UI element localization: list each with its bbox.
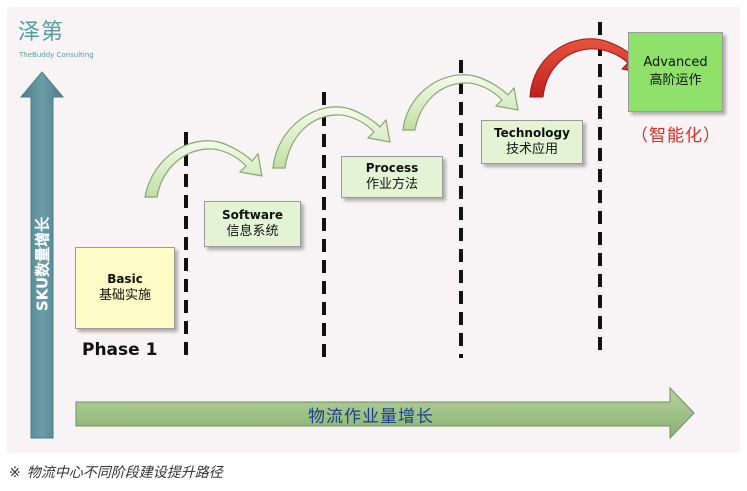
brand-logo-name: 泽第 bbox=[18, 20, 65, 45]
caption-text: 物流中心不同阶段建设提升路径 bbox=[26, 465, 223, 481]
stage-basic-en: Basic bbox=[107, 272, 143, 287]
phase-label: Phase 1 bbox=[82, 340, 158, 360]
stage-advanced-cn: 高阶运作 bbox=[649, 73, 702, 88]
curved-arrow bbox=[272, 106, 391, 169]
horizontal-axis-label: 物流作业量增长 bbox=[308, 406, 434, 427]
stage-technology: Technology 技术应用 bbox=[481, 120, 583, 164]
stage-software: Software 信息系统 bbox=[204, 201, 301, 247]
curved-arrow bbox=[402, 74, 519, 131]
reference-mark-icon: ※ bbox=[9, 465, 21, 481]
stage-basic-cn: 基础实施 bbox=[98, 288, 151, 304]
stage-basic: Basic 基础实施 bbox=[75, 247, 175, 329]
diagram-background bbox=[7, 7, 740, 453]
stage-advanced-en: Advanced bbox=[643, 55, 708, 71]
brand-logo-subtitle: TheBuddy Consulting bbox=[19, 51, 94, 59]
stage-technology-en: Technology bbox=[494, 126, 570, 141]
stage-process-cn: 作业方法 bbox=[365, 177, 418, 193]
stage-technology-cn: 技术应用 bbox=[505, 142, 558, 158]
stage-process: Process 作业方法 bbox=[341, 156, 443, 198]
curved-arrow bbox=[144, 140, 263, 198]
stage-process-en: Process bbox=[365, 161, 419, 176]
smart-label: （智能化） bbox=[631, 126, 721, 146]
figure-caption: ※ 物流中心不同阶段建设提升路径 bbox=[9, 462, 223, 482]
horizontal-axis-arrow bbox=[75, 386, 695, 440]
vertical-axis-arrow bbox=[19, 71, 65, 439]
stage-software-en: Software bbox=[221, 208, 284, 223]
stage-software-cn: 信息系统 bbox=[226, 224, 279, 240]
stage-advanced: Advanced 高阶运作 bbox=[628, 32, 723, 112]
